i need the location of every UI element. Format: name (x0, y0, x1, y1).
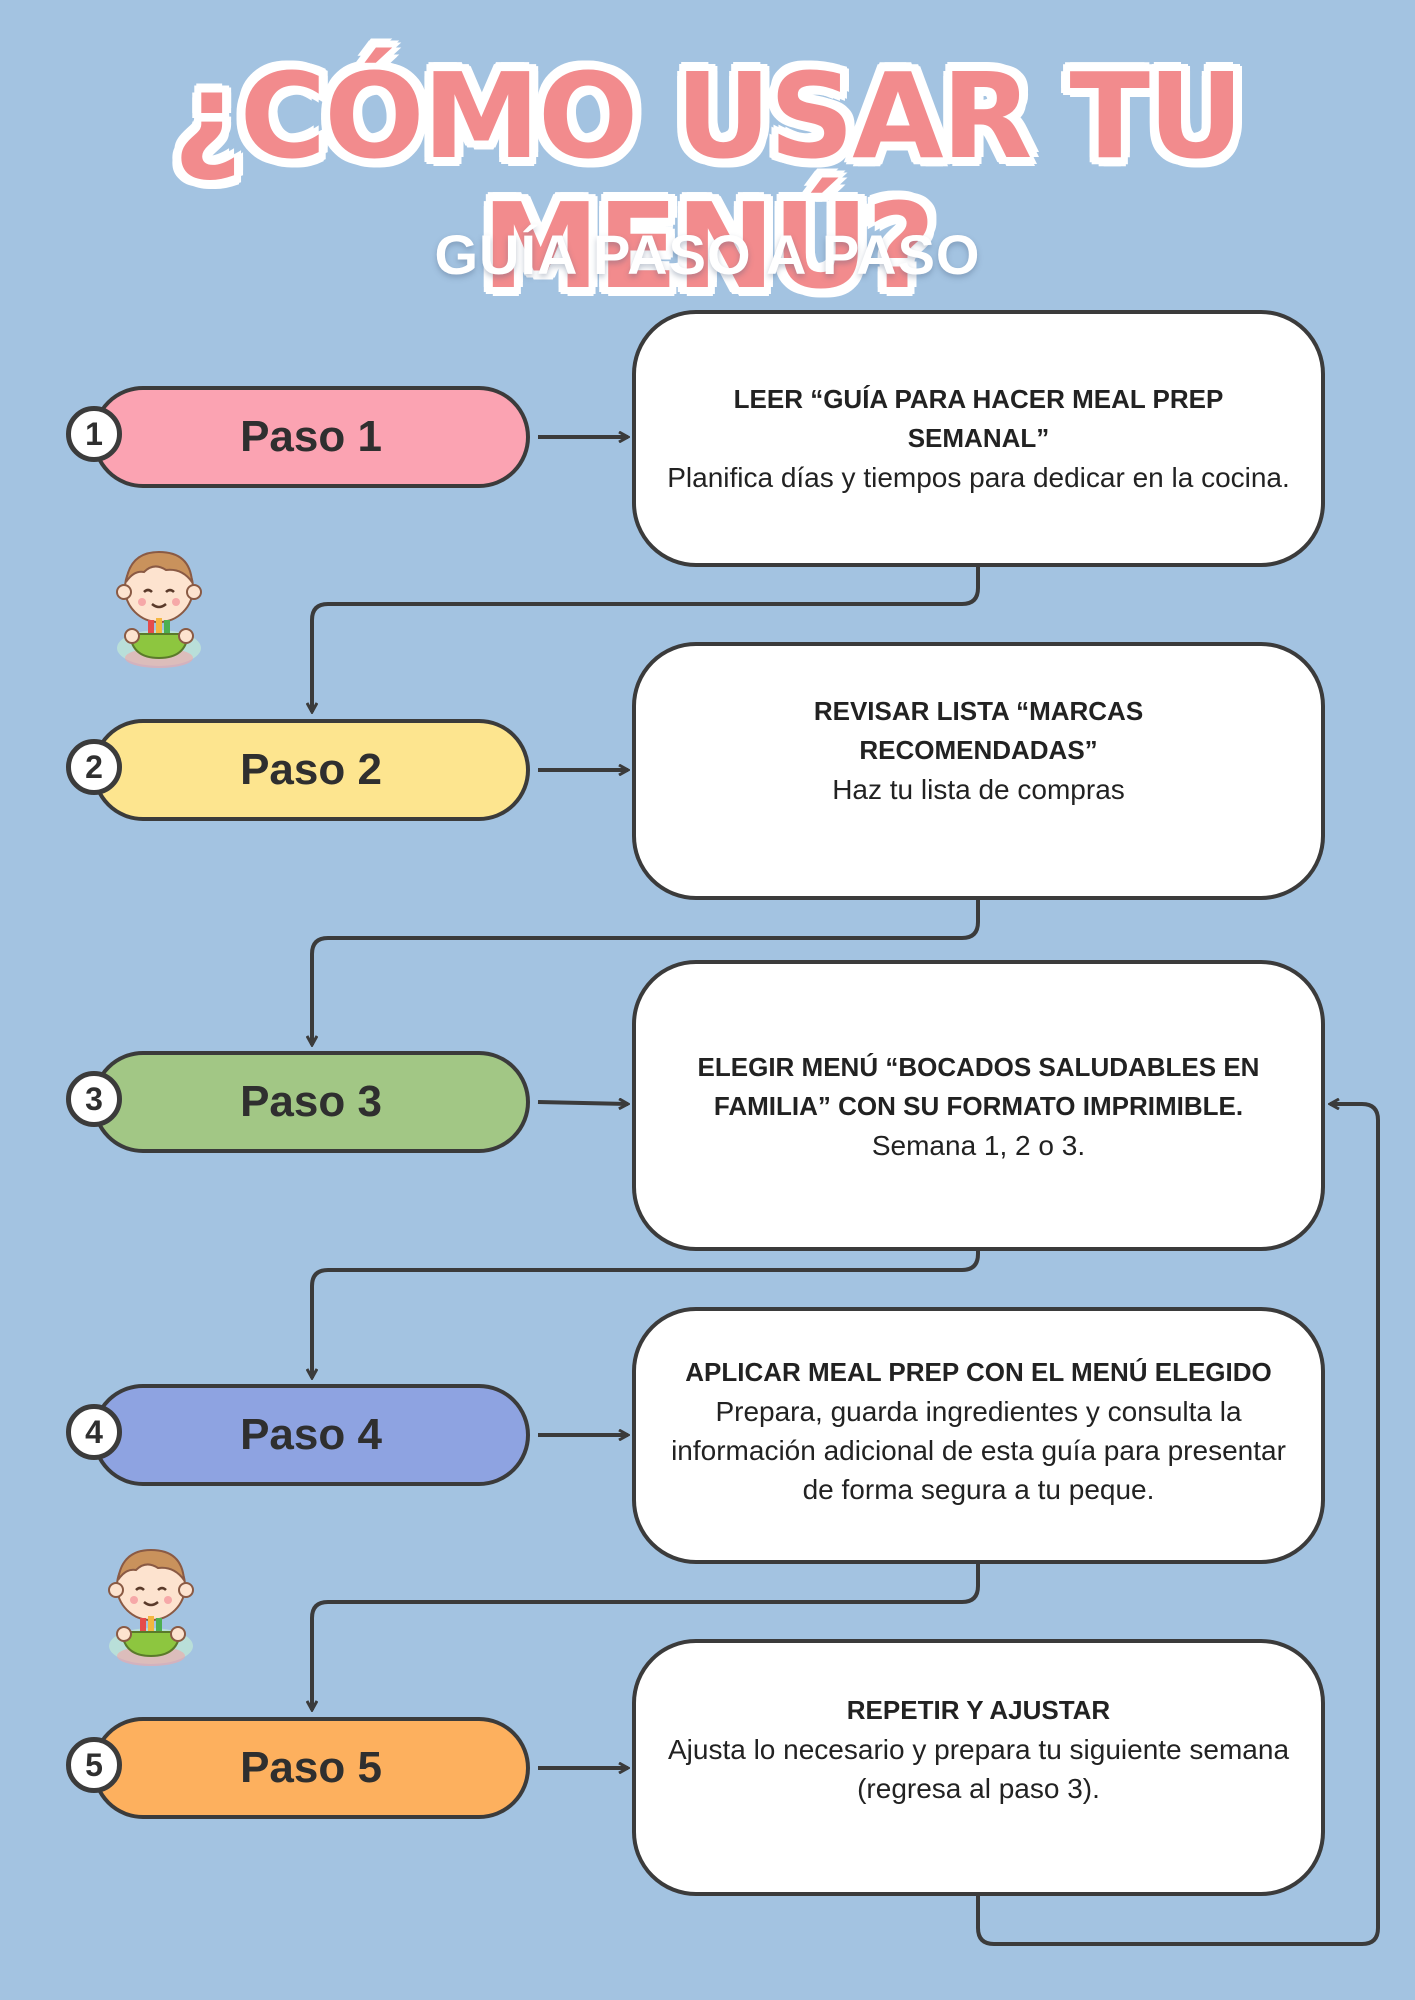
loop-back-box5-to-box3 (976, 1104, 1380, 1946)
step-4-heading: APLICAR MEAL PREP CON EL MENÚ ELEGIDO (685, 1357, 1272, 1387)
step-4-card: APLICAR MEAL PREP CON EL MENÚ ELEGIDO Pr… (632, 1307, 1325, 1564)
arrow-step3-to-box3 (537, 1102, 628, 1104)
step-1-heading: LEER “GUÍA PARA HACER MEAL PREP SEMANAL” (733, 384, 1224, 453)
step-2-text: Haz tu lista de compras (832, 774, 1125, 805)
step-1-card: LEER “GUÍA PARA HACER MEAL PREP SEMANAL”… (632, 310, 1325, 567)
step-5-label: Paso 5 (240, 1743, 382, 1792)
step-5-card: REPETIR Y AJUSTAR Ajusta lo necesario y … (632, 1639, 1325, 1896)
step-2-pill: Paso 2 (92, 719, 530, 821)
step-2-heading: REVISAR LISTA “MARCAS RECOMENDADAS” (813, 696, 1144, 765)
step-3-label: Paso 3 (240, 1077, 382, 1126)
step-4-number-badge: 4 (66, 1404, 122, 1460)
connector-box3-to-step4 (312, 1251, 980, 1378)
step-3-card: ELEGIR MENÚ “BOCADOS SALUDABLES EN FAMIL… (632, 960, 1325, 1251)
baby-mascot-icon (108, 1548, 194, 1666)
step-1-pill: Paso 1 (92, 386, 530, 488)
step-2-number-badge: 2 (66, 739, 122, 795)
step-1-text: Planifica días y tiempos para dedicar en… (667, 462, 1290, 493)
step-1-number-badge: 1 (66, 406, 122, 462)
page-title: ¿CÓMO USAR TU MENÚ? (173, 47, 1244, 315)
step-4-pill: Paso 4 (92, 1384, 530, 1486)
connector-box2-to-step3 (312, 900, 980, 1045)
step-4-text: Prepara, guarda ingredientes y consulta … (671, 1396, 1286, 1505)
baby-mascot-icon (116, 550, 202, 668)
step-5-number-badge: 5 (66, 1737, 122, 1793)
step-5-text: Ajusta lo necesario y prepara tu siguien… (667, 1734, 1290, 1804)
step-1-label: Paso 1 (240, 412, 382, 461)
step-3-number-badge: 3 (66, 1071, 122, 1127)
step-2-label: Paso 2 (240, 745, 382, 794)
connector-box1-to-step2 (312, 567, 980, 712)
connector-box4-to-step5 (312, 1564, 980, 1710)
page-subtitle: GUÍA PASO A PASO (434, 223, 981, 286)
step-5-heading: REPETIR Y AJUSTAR (846, 1695, 1111, 1725)
step-3-heading: ELEGIR MENÚ “BOCADOS SALUDABLES EN FAMIL… (697, 1052, 1260, 1121)
step-3-text: Semana 1, 2 o 3. (871, 1130, 1086, 1161)
step-4-label: Paso 4 (240, 1410, 382, 1459)
step-2-card: REVISAR LISTA “MARCAS RECOMENDADAS” Haz … (632, 642, 1325, 900)
step-5-pill: Paso 5 (92, 1717, 530, 1819)
step-3-pill: Paso 3 (92, 1051, 530, 1153)
